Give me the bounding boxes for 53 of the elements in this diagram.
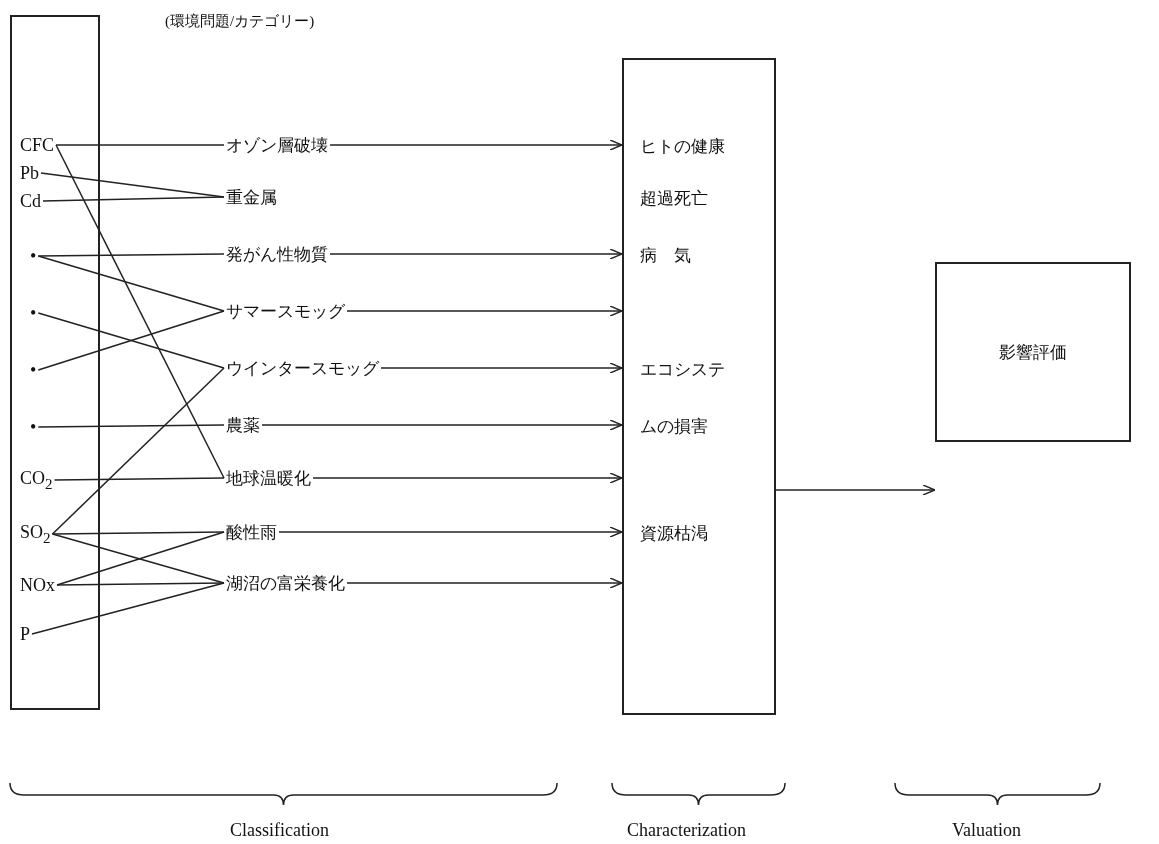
category-label: オゾン層破壊 — [226, 134, 328, 157]
connector-line — [42, 196, 225, 202]
category-label: 地球温暖化 — [226, 467, 311, 490]
category-label: 発がん性物質 — [226, 243, 328, 266]
substance-label: NOx — [20, 574, 55, 596]
category-label: 重金属 — [226, 186, 277, 209]
connector-line — [51, 531, 225, 535]
category-label: 酸性雨 — [226, 521, 277, 544]
connector-line — [56, 582, 225, 586]
arrow — [346, 305, 623, 317]
substance-label: Pb — [20, 162, 39, 184]
stage-label: Classification — [230, 820, 329, 841]
substance-label: P — [20, 623, 30, 645]
stage-label: Valuation — [952, 820, 1021, 841]
connector-line — [51, 367, 225, 535]
impact-text: 病 気 — [640, 246, 691, 266]
substance-label: Cd — [20, 190, 41, 212]
arrow — [329, 139, 623, 151]
arrow — [312, 472, 623, 484]
substance-label: • — [30, 302, 37, 324]
impact-box — [622, 58, 776, 715]
connector-line — [37, 253, 225, 257]
valuation-box — [935, 262, 1131, 442]
category-label: 湖沼の富栄養化 — [226, 572, 345, 595]
category-label: サマースモッグ — [226, 300, 345, 323]
impact-text: エコシステムの損害 — [640, 359, 726, 438]
connector-line — [53, 477, 225, 481]
connector-line — [55, 144, 225, 146]
heading-note: (環境問題/カテゴリー) — [165, 12, 315, 31]
arrow — [329, 248, 623, 260]
substance-label: • — [30, 245, 37, 267]
substance-label: • — [30, 416, 37, 438]
arrow — [775, 484, 936, 496]
category-label: ウインタースモッグ — [226, 357, 379, 380]
substance-box — [10, 15, 100, 710]
substance-label: CFC — [20, 134, 55, 156]
connector-line — [37, 255, 225, 312]
impact-text: ヒトの健康 — [640, 137, 725, 157]
substance-label: CO$_{2}$ — [20, 467, 53, 493]
connector-line — [55, 144, 225, 479]
connector-line — [37, 424, 225, 428]
arrow — [261, 419, 623, 431]
connector-line — [31, 582, 225, 635]
substance-label: • — [30, 359, 37, 381]
impact-text: 超過死亡 — [640, 189, 708, 209]
stage-label: Characterization — [627, 820, 746, 841]
category-label: 農薬 — [226, 414, 260, 437]
arrow — [346, 577, 623, 589]
impact-text: 資源枯渇 — [640, 524, 708, 544]
arrow — [380, 362, 623, 374]
arrow — [278, 526, 623, 538]
substance-label: SO$_{2}$ — [20, 521, 51, 547]
valuation-text: 影響評価 — [999, 341, 1067, 364]
